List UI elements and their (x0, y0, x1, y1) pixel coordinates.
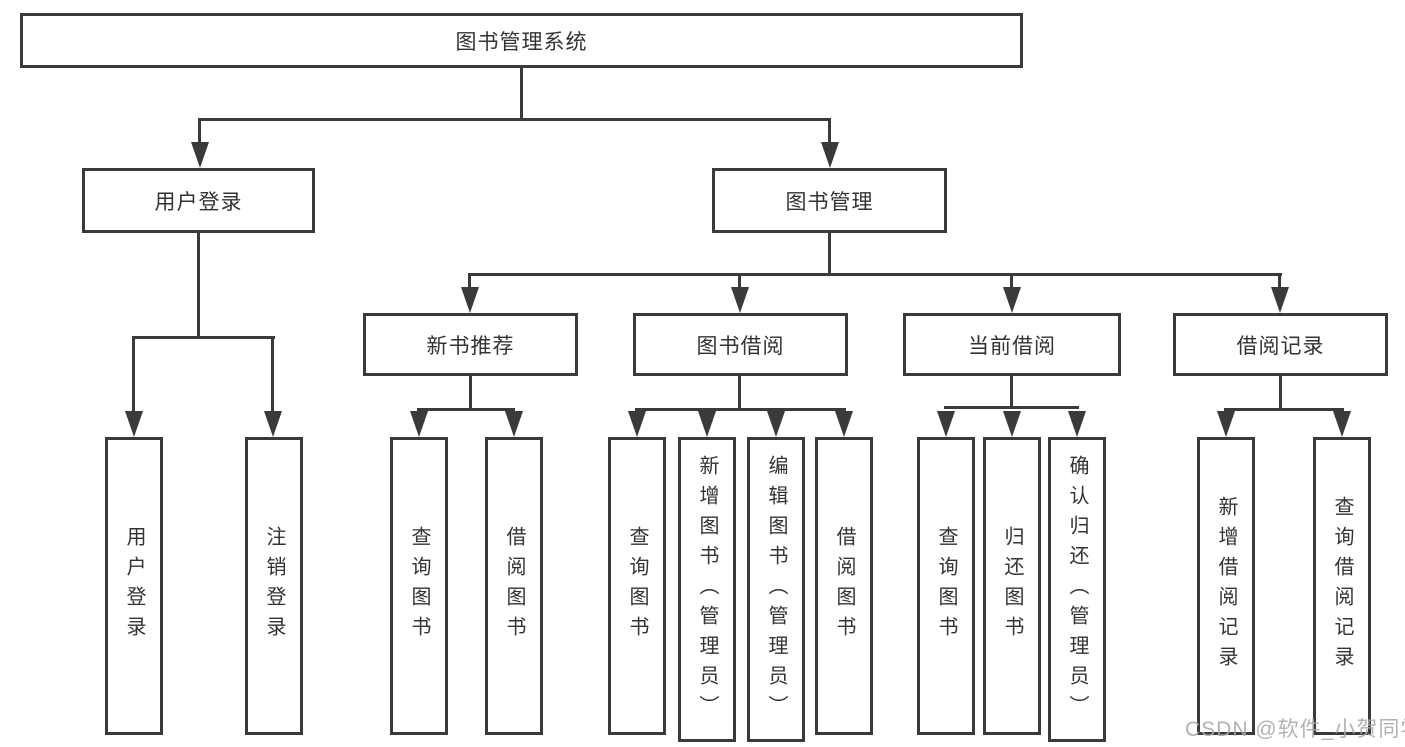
connector-group4-shaft (1278, 275, 1281, 289)
leaf-borrow-query-books: 查询图书 (608, 437, 666, 735)
leaf-confirm-return-admin-label: 确认归还（管理员） (1066, 454, 1088, 725)
leaf-query-borrow-record: 查询借阅记录 (1313, 437, 1371, 735)
leaf-current-query-books: 查询图书 (917, 437, 975, 735)
connector-group1-hline (417, 408, 515, 411)
arrowhead-down-icon (1068, 411, 1086, 437)
connector-group2-hline (635, 408, 846, 411)
csdn-watermark: CSDN @软件_小贺同学 (1185, 718, 1405, 741)
node-borrow-records: 借阅记录 (1173, 313, 1388, 376)
leaf-user-login: 用户登录 (105, 437, 163, 735)
connector-book-mgmt-vline (828, 233, 831, 275)
leaf-add-books-admin-label: 新增图书（管理员） (696, 454, 718, 725)
connector-root-left-shaft (198, 120, 201, 144)
node-user-login-label: 用户登录 (154, 190, 243, 214)
connector-user-login-vline (197, 233, 200, 338)
node-user-login: 用户登录 (82, 168, 315, 233)
node-book-management-label: 图书管理 (785, 190, 874, 214)
arrowhead-down-icon (731, 287, 749, 313)
connector-user-login-left-shaft (132, 338, 135, 411)
leaf-borrow-query-books-label: 查询图书 (626, 526, 648, 646)
arrowhead-down-icon (410, 411, 428, 437)
leaf-logout-login-label: 注销登录 (263, 526, 285, 646)
arrowhead-down-icon (461, 287, 479, 313)
arrowhead-down-icon (937, 411, 955, 437)
leaf-return-books-label: 归还图书 (1001, 526, 1023, 646)
arrowhead-down-icon (1271, 287, 1289, 313)
leaf-edit-books-admin-label: 编辑图书（管理员） (765, 454, 787, 725)
connector-group4-hline (1224, 408, 1344, 411)
arrowhead-down-icon (1333, 411, 1351, 437)
node-new-book-recommend-label: 新书推荐 (426, 334, 515, 358)
connector-book-mgmt-hline (468, 273, 1282, 276)
connector-group1-vline (469, 376, 472, 410)
leaf-logout-login: 注销登录 (245, 437, 303, 735)
leaf-edit-books-admin: 编辑图书（管理员） (747, 437, 805, 742)
arrowhead-down-icon (125, 411, 143, 437)
arrowhead-down-icon (767, 411, 785, 437)
leaf-confirm-return-admin: 确认归还（管理员） (1048, 437, 1106, 742)
arrowhead-down-icon (505, 411, 523, 437)
arrowhead-down-icon (628, 411, 646, 437)
connector-group1-shaft (468, 275, 471, 289)
leaf-user-login-label: 用户登录 (123, 526, 145, 646)
node-borrow-records-label: 借阅记录 (1236, 334, 1325, 358)
leaf-add-borrow-record: 新增借阅记录 (1197, 437, 1255, 735)
node-root: 图书管理系统 (20, 13, 1023, 68)
node-book-borrow: 图书借阅 (633, 313, 848, 376)
connector-root-right-shaft (828, 120, 831, 144)
leaf-recommend-query-books-label: 查询图书 (408, 526, 430, 646)
node-current-borrow: 当前借阅 (903, 313, 1121, 376)
connector-group3-vline (1010, 376, 1013, 408)
arrowhead-down-icon (1003, 287, 1021, 313)
arrowhead-down-icon (264, 411, 282, 437)
connector-group4-vline (1279, 376, 1282, 410)
arrowhead-down-icon (698, 411, 716, 437)
leaf-recommend-borrow-books-label: 借阅图书 (503, 526, 525, 646)
arrowhead-down-icon (1217, 411, 1235, 437)
leaf-borrow-borrow-books-label: 借阅图书 (833, 526, 855, 646)
arrowhead-down-icon (835, 411, 853, 437)
connector-root-vline (520, 68, 523, 120)
leaf-return-books: 归还图书 (983, 437, 1041, 735)
connector-group3-hline (944, 406, 1079, 409)
leaf-recommend-query-books: 查询图书 (390, 437, 448, 735)
arrowhead-down-icon (1003, 411, 1021, 437)
connector-group2-vline (738, 376, 741, 410)
node-new-book-recommend: 新书推荐 (363, 313, 578, 376)
leaf-add-borrow-record-label: 新增借阅记录 (1215, 496, 1237, 676)
node-current-borrow-label: 当前借阅 (968, 334, 1056, 358)
node-book-management: 图书管理 (712, 168, 947, 233)
leaf-recommend-borrow-books: 借阅图书 (485, 437, 543, 735)
connector-group3-shaft (1010, 275, 1013, 289)
node-root-label: 图书管理系统 (455, 30, 588, 54)
arrowhead-down-icon (191, 142, 209, 168)
arrowhead-down-icon (821, 142, 839, 168)
leaf-current-query-books-label: 查询图书 (935, 526, 957, 646)
connector-user-login-right-shaft (271, 338, 274, 411)
node-book-borrow-label: 图书借阅 (696, 334, 785, 358)
leaf-query-borrow-record-label: 查询借阅记录 (1331, 496, 1353, 676)
leaf-borrow-borrow-books: 借阅图书 (815, 437, 873, 735)
connector-user-login-hline (132, 336, 275, 339)
connector-group2-shaft (738, 275, 741, 289)
connector-root-hline (198, 118, 831, 121)
leaf-add-books-admin: 新增图书（管理员） (678, 437, 736, 742)
